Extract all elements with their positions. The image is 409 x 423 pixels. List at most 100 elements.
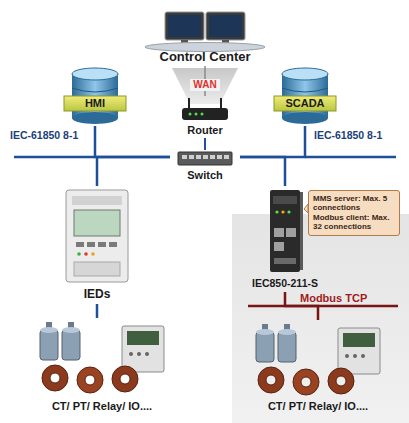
gateway-label: [273, 196, 297, 204]
relay-screen: [127, 331, 159, 345]
gateway-port: [286, 228, 296, 237]
router-icon: [182, 98, 228, 120]
router-body: [182, 108, 228, 120]
cylinder-top: [282, 68, 328, 80]
ied-housing: [66, 190, 128, 282]
switch-port: [203, 155, 208, 159]
switch-port: [189, 155, 194, 159]
protocol-label: Modbus TCP: [300, 292, 367, 305]
connector: [240, 126, 305, 157]
ied-top-bar: [72, 196, 122, 205]
ied-node: IEDs: [60, 186, 134, 304]
router-led: [189, 113, 192, 116]
database-icon: [64, 68, 126, 124]
cylinder-bottom: [282, 112, 328, 124]
cylinder-ring: [72, 88, 118, 92]
pt-body: [40, 330, 58, 360]
ied-screen: [74, 210, 120, 236]
equipment-node: CT/ PT/ Relay/ IO....: [243, 320, 393, 416]
node-label: CT/ PT/ Relay/ IO....: [52, 400, 152, 413]
ied-button: [98, 242, 106, 247]
node-label: CT/ PT/ Relay/ IO....: [268, 400, 368, 413]
switch-port: [182, 155, 187, 159]
database-node: HMI: [63, 68, 127, 126]
switch-icon: [178, 152, 232, 165]
pt-cap: [62, 327, 80, 333]
connector: [96, 304, 99, 318]
gateway-led: [275, 210, 278, 213]
gateway-connector: [274, 258, 296, 264]
monitor-screen: [168, 15, 201, 37]
gateway-led: [287, 210, 290, 213]
ct-ring: [42, 365, 68, 391]
switch-port: [196, 155, 201, 159]
equipment-node: CT/ PT/ Relay/ IO....: [27, 318, 177, 416]
monitor-icon: [145, 12, 265, 52]
connector: [97, 157, 170, 186]
pt-cap: [40, 327, 58, 333]
bus-line: [14, 156, 95, 159]
gateway-port: [274, 242, 284, 251]
router-antenna: [220, 98, 222, 109]
field-equipment: [40, 322, 164, 393]
ct-ring: [77, 367, 103, 393]
network-label: WAN: [190, 79, 219, 91]
cylinder-top: [72, 68, 118, 80]
monitor-screen: [209, 15, 242, 37]
ied-device: [66, 190, 128, 282]
gateway-port: [274, 228, 284, 237]
panel-background: [232, 214, 409, 423]
gateway-housing: [270, 190, 300, 272]
label-plate: [274, 96, 336, 111]
ied-button: [76, 242, 84, 247]
switch-body: [178, 152, 232, 165]
node-label: HMI: [85, 97, 105, 110]
ied-led: [84, 252, 88, 256]
ct-ring: [112, 366, 138, 392]
connector: [95, 126, 170, 157]
switch-node: Switch: [170, 150, 240, 184]
ied-led: [91, 252, 95, 256]
monitor-frame: [206, 12, 245, 40]
router-led: [195, 113, 198, 116]
node-label: IEC850-211-S: [252, 277, 318, 290]
protocol-label: IEC-61850 8-1: [314, 129, 382, 142]
connector: [240, 157, 285, 186]
modbus-line: [248, 305, 398, 308]
ied-keypad: [74, 262, 120, 276]
relay-box: [122, 326, 164, 372]
control-center: Control Center: [145, 10, 265, 66]
node-label: Switch: [187, 169, 222, 182]
monitor-frame: [165, 12, 204, 40]
database-icon: [274, 68, 336, 124]
connector: [204, 138, 206, 150]
field-equipment: [256, 324, 380, 395]
ied-button: [87, 242, 95, 247]
switch-port: [217, 155, 222, 159]
callout-text: Modbus client: Max. 32 connections: [313, 213, 395, 232]
bus-line: [305, 156, 396, 159]
database-node: SCADA: [273, 68, 337, 126]
callout-text: MMS server: Max. 5 connections: [313, 194, 395, 213]
node-label: SCADA: [285, 97, 324, 110]
ied-button: [109, 242, 117, 247]
protocol-label: IEC-61850 8-1: [10, 129, 78, 142]
gateway-led: [281, 210, 284, 213]
node-label: Router: [187, 124, 222, 137]
gateway-device: [270, 190, 303, 272]
relay-button: [137, 352, 141, 356]
relay-button: [129, 352, 133, 356]
cylinder-ring: [282, 88, 328, 92]
router-antenna: [188, 98, 190, 109]
label-plate: [64, 96, 126, 111]
node-label: Control Center: [160, 49, 251, 65]
router-led: [201, 113, 204, 116]
router-node: Router: [175, 96, 235, 138]
ied-led: [77, 252, 81, 256]
switch-port: [224, 155, 229, 159]
relay-button: [145, 352, 149, 356]
pt-body: [62, 330, 80, 360]
callout-box: MMS server: Max. 5 connectionsModbus cli…: [308, 190, 400, 236]
cylinder-bottom: [72, 112, 118, 124]
switch-port: [210, 155, 215, 159]
